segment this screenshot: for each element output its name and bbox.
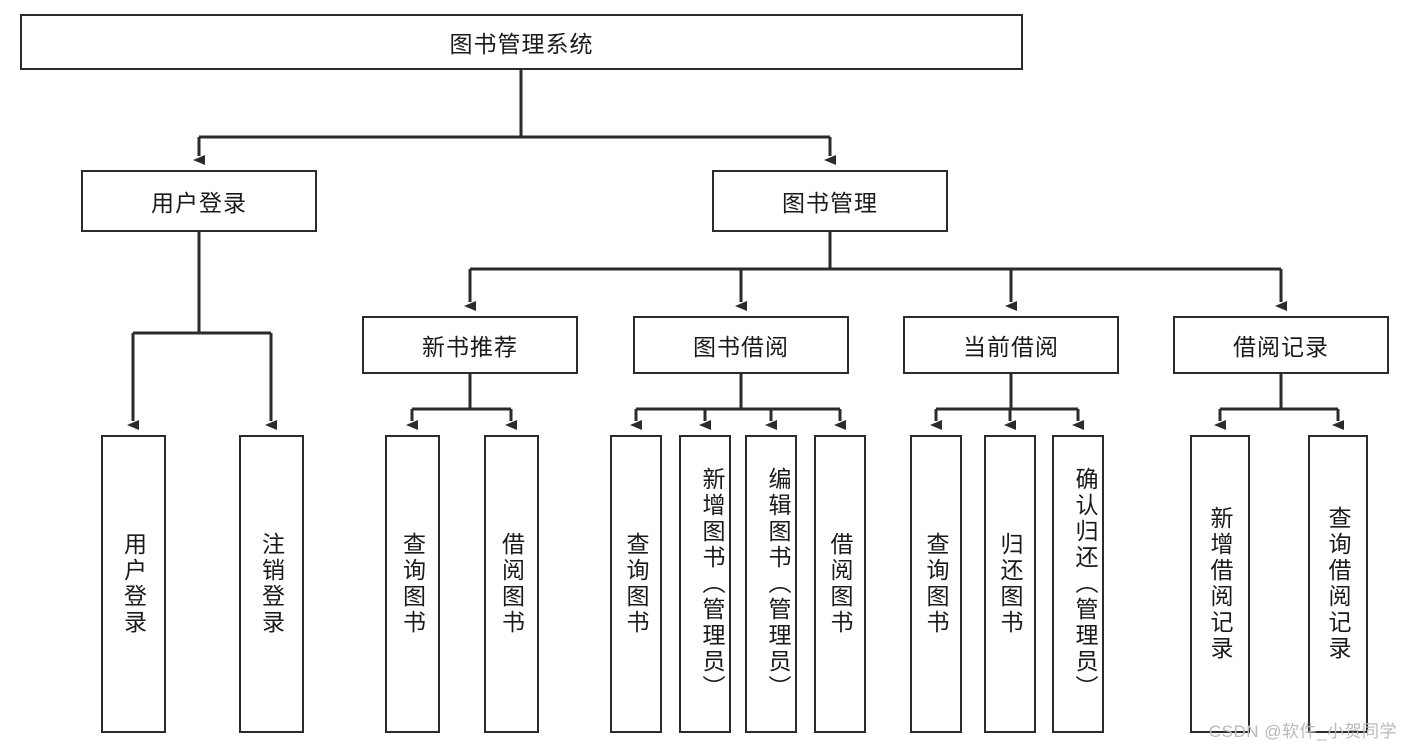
node-label-leaf-return-book: 归还图书 (997, 532, 1023, 636)
node-label-root: 图书管理系统 (449, 31, 594, 57)
node-leaf-add-book[interactable]: 新增图书（管理员） (679, 435, 731, 733)
node-label-user-login: 用户登录 (151, 190, 247, 216)
node-label-leaf-confirm-return: 确认归还（管理员） (1072, 467, 1098, 701)
node-leaf-query-book-2[interactable]: 查询图书 (610, 435, 662, 733)
node-label-book-borrow: 图书借阅 (693, 334, 789, 360)
node-label-leaf-borrow-book-2: 借阅图书 (827, 532, 853, 636)
node-leaf-confirm-return[interactable]: 确认归还（管理员） (1052, 435, 1104, 733)
node-leaf-return-book[interactable]: 归还图书 (984, 435, 1036, 733)
node-label-book-manage: 图书管理 (782, 190, 878, 216)
node-label-leaf-user-login: 用户登录 (120, 532, 147, 636)
node-borrow-record[interactable]: 借阅记录 (1173, 316, 1389, 374)
node-label-current-borrow: 当前借阅 (963, 334, 1059, 360)
node-label-leaf-add-book: 新增图书（管理员） (699, 467, 725, 701)
node-book-borrow[interactable]: 图书借阅 (633, 316, 849, 374)
node-leaf-user-logout[interactable]: 注销登录 (239, 435, 304, 733)
node-label-leaf-borrow-book-1: 借阅图书 (498, 532, 525, 636)
node-root[interactable]: 图书管理系统 (20, 14, 1023, 70)
node-leaf-add-record[interactable]: 新增借阅记录 (1190, 435, 1250, 733)
node-leaf-borrow-book-1[interactable]: 借阅图书 (484, 435, 539, 733)
node-new-book-recommend[interactable]: 新书推荐 (362, 316, 578, 374)
node-user-login[interactable]: 用户登录 (81, 170, 317, 232)
node-label-leaf-query-book-2: 查询图书 (623, 532, 649, 636)
watermark: CSDN @软件_小贺同学 (1208, 722, 1397, 741)
node-label-leaf-query-record: 查询借阅记录 (1325, 506, 1351, 662)
node-label-leaf-user-logout: 注销登录 (258, 532, 285, 636)
node-label-leaf-add-record: 新增借阅记录 (1207, 506, 1233, 662)
node-label-leaf-edit-book: 编辑图书（管理员） (765, 467, 791, 701)
node-leaf-query-record[interactable]: 查询借阅记录 (1308, 435, 1368, 733)
node-label-leaf-query-book-1: 查询图书 (399, 532, 426, 636)
node-leaf-user-login[interactable]: 用户登录 (101, 435, 166, 733)
node-current-borrow[interactable]: 当前借阅 (903, 316, 1119, 374)
node-leaf-borrow-book-2[interactable]: 借阅图书 (814, 435, 866, 733)
node-book-manage[interactable]: 图书管理 (712, 170, 948, 232)
node-leaf-query-book-3[interactable]: 查询图书 (910, 435, 962, 733)
node-label-new-book-recommend: 新书推荐 (422, 334, 518, 360)
node-leaf-query-book-1[interactable]: 查询图书 (385, 435, 440, 733)
node-label-borrow-record: 借阅记录 (1233, 334, 1329, 360)
node-label-leaf-query-book-3: 查询图书 (923, 532, 949, 636)
node-leaf-edit-book[interactable]: 编辑图书（管理员） (745, 435, 797, 733)
